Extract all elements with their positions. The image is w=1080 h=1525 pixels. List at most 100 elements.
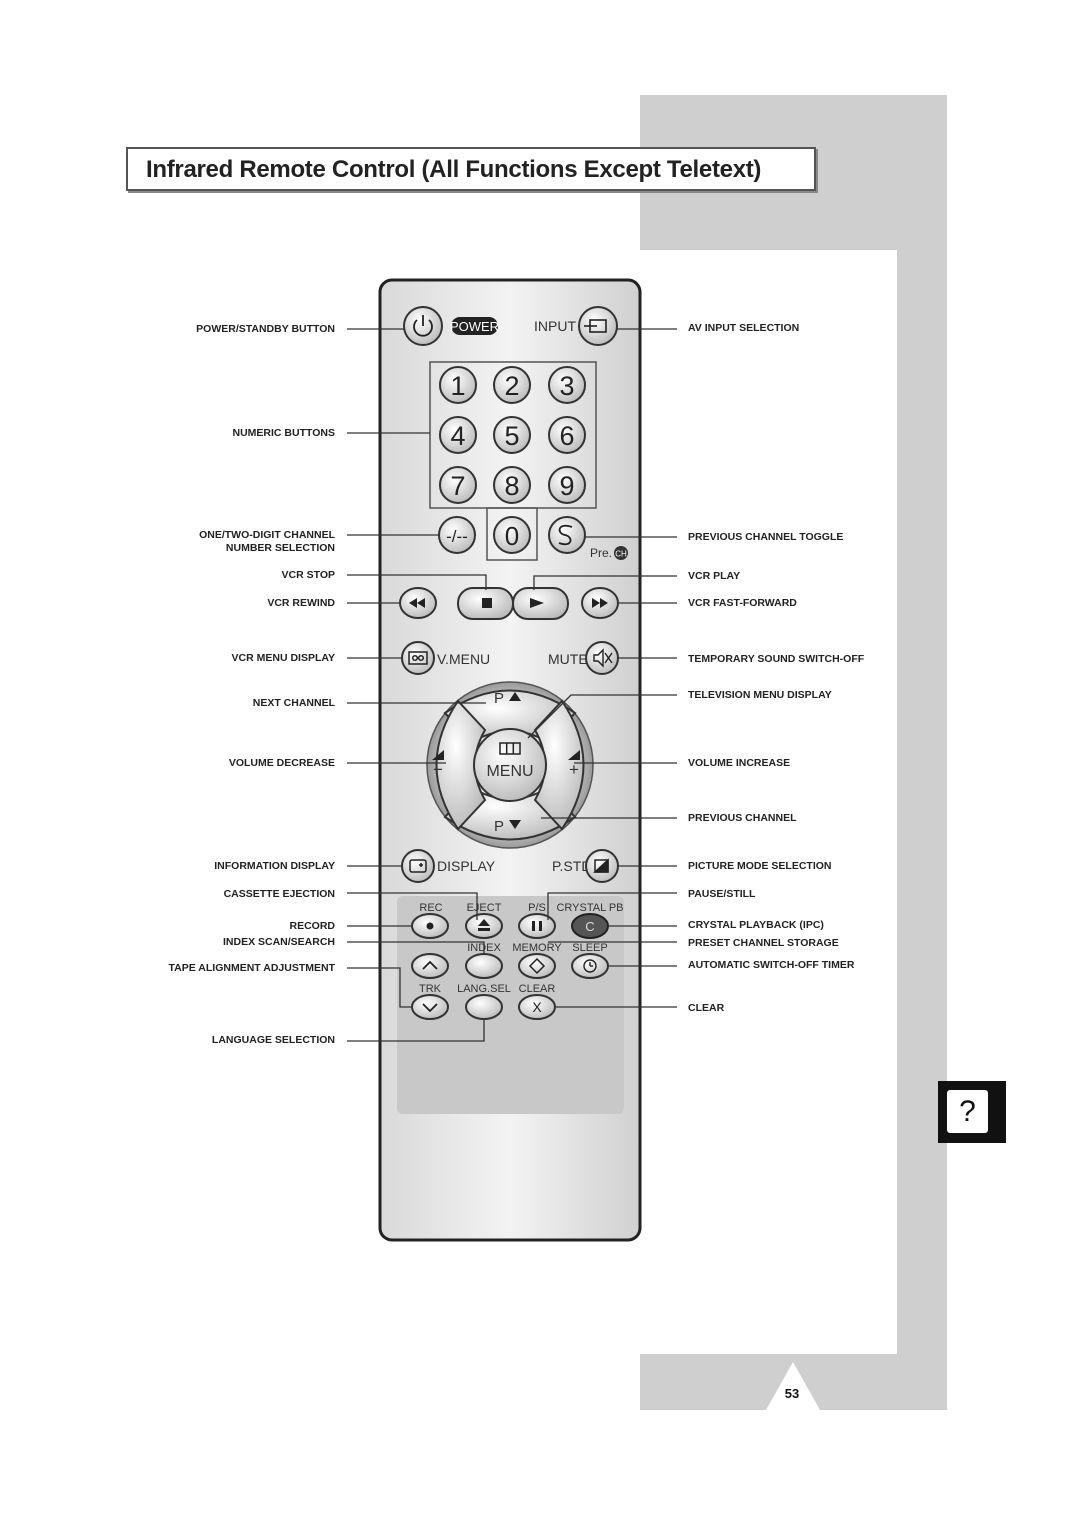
ps-text: P/S: [528, 902, 546, 914]
pstd-text: P.STD: [552, 858, 591, 874]
digit-7-button[interactable]: [439, 466, 477, 504]
digit-2-button[interactable]: [493, 366, 531, 404]
help-box: ?: [938, 1081, 1006, 1143]
label-temporary-sound-off: TEMPORARY SOUND SWITCH-OFF: [688, 653, 865, 665]
timer-icon: [583, 959, 597, 973]
eject-text: EJECT: [467, 902, 502, 914]
label-one-two-digit: ONE/TWO-DIGIT CHANNEL: [199, 529, 335, 541]
label-record: RECORD: [289, 920, 335, 932]
label-auto-switch-off-timer: AUTOMATIC SWITCH-OFF TIMER: [688, 959, 855, 971]
power-badge-text: POWER: [450, 319, 499, 334]
p-up-text: P: [494, 690, 504, 707]
label-previous-channel: PREVIOUS CHANNEL: [688, 812, 797, 824]
digit-2-text: 2: [504, 371, 519, 401]
digit-9-button[interactable]: [548, 466, 586, 504]
digit-7-text: 7: [450, 471, 465, 501]
display-button[interactable]: [401, 849, 435, 883]
digit-4-text: 4: [450, 421, 465, 451]
label-pause-still: PAUSE/STILL: [688, 888, 756, 900]
fast-forward-icon: [592, 598, 608, 608]
volume-up-wedge-icon: [568, 750, 580, 760]
swap-icon: [558, 524, 573, 546]
sleep-text: SLEEP: [572, 942, 607, 954]
label-picture-mode: PICTURE MODE SELECTION: [688, 860, 832, 872]
digit-6-text: 6: [559, 421, 574, 451]
trk-text: TRK: [419, 983, 442, 995]
memory-button[interactable]: [518, 953, 556, 979]
label-numeric-buttons: NUMERIC BUTTONS: [232, 427, 335, 439]
label-av-input: AV INPUT SELECTION: [688, 322, 800, 334]
vcr-panel: [397, 896, 624, 1114]
clear-x-icon: X: [532, 999, 542, 1015]
menu-grid-icon: [499, 742, 521, 755]
label-number-selection: NUMBER SELECTION: [225, 542, 335, 554]
dash-text: -/--: [446, 527, 468, 546]
p-down-text: P: [494, 818, 504, 835]
diamond-icon: [528, 957, 546, 975]
digit-8-button[interactable]: [493, 466, 531, 504]
rec-text: REC: [419, 902, 442, 914]
digit-3-button[interactable]: [548, 366, 586, 404]
ch-badge: [614, 546, 628, 560]
mute-text: MUTE: [548, 651, 588, 667]
pause-icon: [532, 921, 542, 931]
label-index-scan: INDEX SCAN/SEARCH: [222, 936, 335, 948]
langsel-text: LANG.SEL: [457, 983, 511, 995]
label-vcr-rewind: VCR REWIND: [267, 597, 335, 609]
digit-3-text: 3: [559, 371, 574, 401]
vmenu-text: V.MENU: [437, 651, 490, 667]
label-crystal-playback: CRYSTAL PLAYBACK (IPC): [688, 919, 824, 931]
language-button[interactable]: [465, 994, 503, 1020]
label-cassette-ejection: CASSETTE EJECTION: [223, 888, 335, 900]
speaker-mute-icon: [593, 648, 613, 668]
label-preset-channel-storage: PRESET CHANNEL STORAGE: [688, 937, 839, 949]
page-number: 53: [784, 1386, 800, 1401]
index-button[interactable]: [465, 953, 503, 979]
digit-1-button[interactable]: [439, 366, 477, 404]
digit-5-button[interactable]: [493, 416, 531, 454]
digit-6-button[interactable]: [548, 416, 586, 454]
mute-button[interactable]: [585, 641, 619, 675]
crystal-icon: C: [585, 919, 594, 934]
crystal-text: CRYSTAL PB: [556, 902, 623, 914]
menu-button[interactable]: [473, 728, 547, 802]
volume-down-wedge-icon: [432, 750, 444, 760]
zero-button[interactable]: [493, 516, 531, 554]
rewind-icon: [409, 598, 425, 608]
page-number-notch: [766, 1362, 820, 1410]
triangle-down-icon: [509, 820, 521, 829]
label-tv-menu-display: TELEVISION MENU DISPLAY: [688, 689, 832, 701]
label-volume-increase: VOLUME INCREASE: [688, 757, 791, 769]
record-icon: [426, 922, 434, 930]
digit-8-text: 8: [504, 471, 519, 501]
label-language-selection: LANGUAGE SELECTION: [211, 1034, 335, 1046]
chevron-down-icon: [422, 1003, 438, 1013]
menu-text: MENU: [486, 763, 533, 780]
digit-1-text: 1: [450, 371, 465, 401]
tracking-down-button[interactable]: [411, 994, 449, 1020]
info-display-icon: [409, 859, 427, 873]
triangle-up-icon: [509, 692, 521, 701]
digit-4-button[interactable]: [439, 416, 477, 454]
tracking-up-button[interactable]: [411, 953, 449, 979]
picture-mode-icon: [593, 858, 609, 873]
display-text: DISPLAY: [437, 858, 496, 874]
memory-text: MEMORY: [512, 942, 562, 954]
eject-icon: [478, 919, 490, 931]
title-box: Infrared Remote Control (All Functions E…: [126, 147, 816, 191]
prech-text: Pre.: [590, 546, 612, 560]
digit-9-text: 9: [559, 471, 574, 501]
label-prev-channel-toggle: PREVIOUS CHANNEL TOGGLE: [688, 531, 844, 543]
input-text: INPUT: [534, 318, 576, 334]
chevron-up-icon: [422, 960, 438, 970]
pause-still-button[interactable]: [518, 913, 556, 939]
deco-bar-right: [897, 95, 947, 1410]
digit-5-text: 5: [504, 421, 519, 451]
cassette-icon: [408, 651, 428, 665]
label-power-standby: POWER/STANDBY BUTTON: [196, 323, 335, 335]
label-next-channel: NEXT CHANNEL: [252, 697, 335, 709]
ch-badge-text: CH: [615, 550, 627, 559]
input-icon: [584, 319, 607, 333]
vol-minus-text: −: [433, 760, 443, 779]
input-button[interactable]: [578, 306, 618, 346]
